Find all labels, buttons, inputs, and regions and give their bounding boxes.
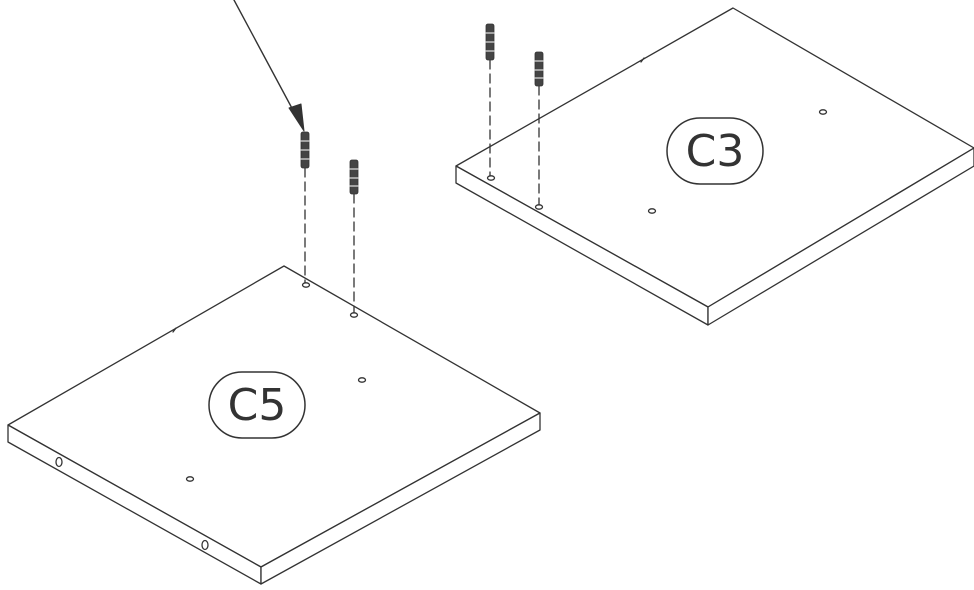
panel-c3-badge: C3 [666, 117, 764, 185]
panel-c3-mark [640, 57, 645, 63]
panel-c3: C3 [455, 7, 974, 326]
dowel-pin [300, 131, 310, 169]
panel-c5-edge-hole [201, 539, 209, 551]
arrow-icon [233, 0, 305, 132]
panel-c5-side-edge [260, 412, 541, 585]
panel-c5: C5 [7, 131, 541, 585]
panel-c3-hole [486, 175, 496, 181]
panel-c5-hole [185, 476, 195, 482]
panel-c5-mark [172, 327, 177, 333]
panel-c3-label: C3 [686, 126, 745, 177]
panel-c5-edge-hole [55, 456, 63, 468]
panel-c3-hole [818, 109, 828, 115]
panel-c3-side-edge [707, 147, 974, 326]
panel-c5-badge: C5 [208, 371, 306, 439]
dowel-pin [485, 23, 495, 61]
panel-c5-hole [301, 282, 311, 288]
panel-c3-hole [647, 208, 657, 214]
panel-c5-hole [357, 377, 367, 383]
dowel-pin [534, 51, 544, 87]
dowel-pin [349, 159, 359, 195]
panel-c5-label: C5 [228, 380, 287, 431]
